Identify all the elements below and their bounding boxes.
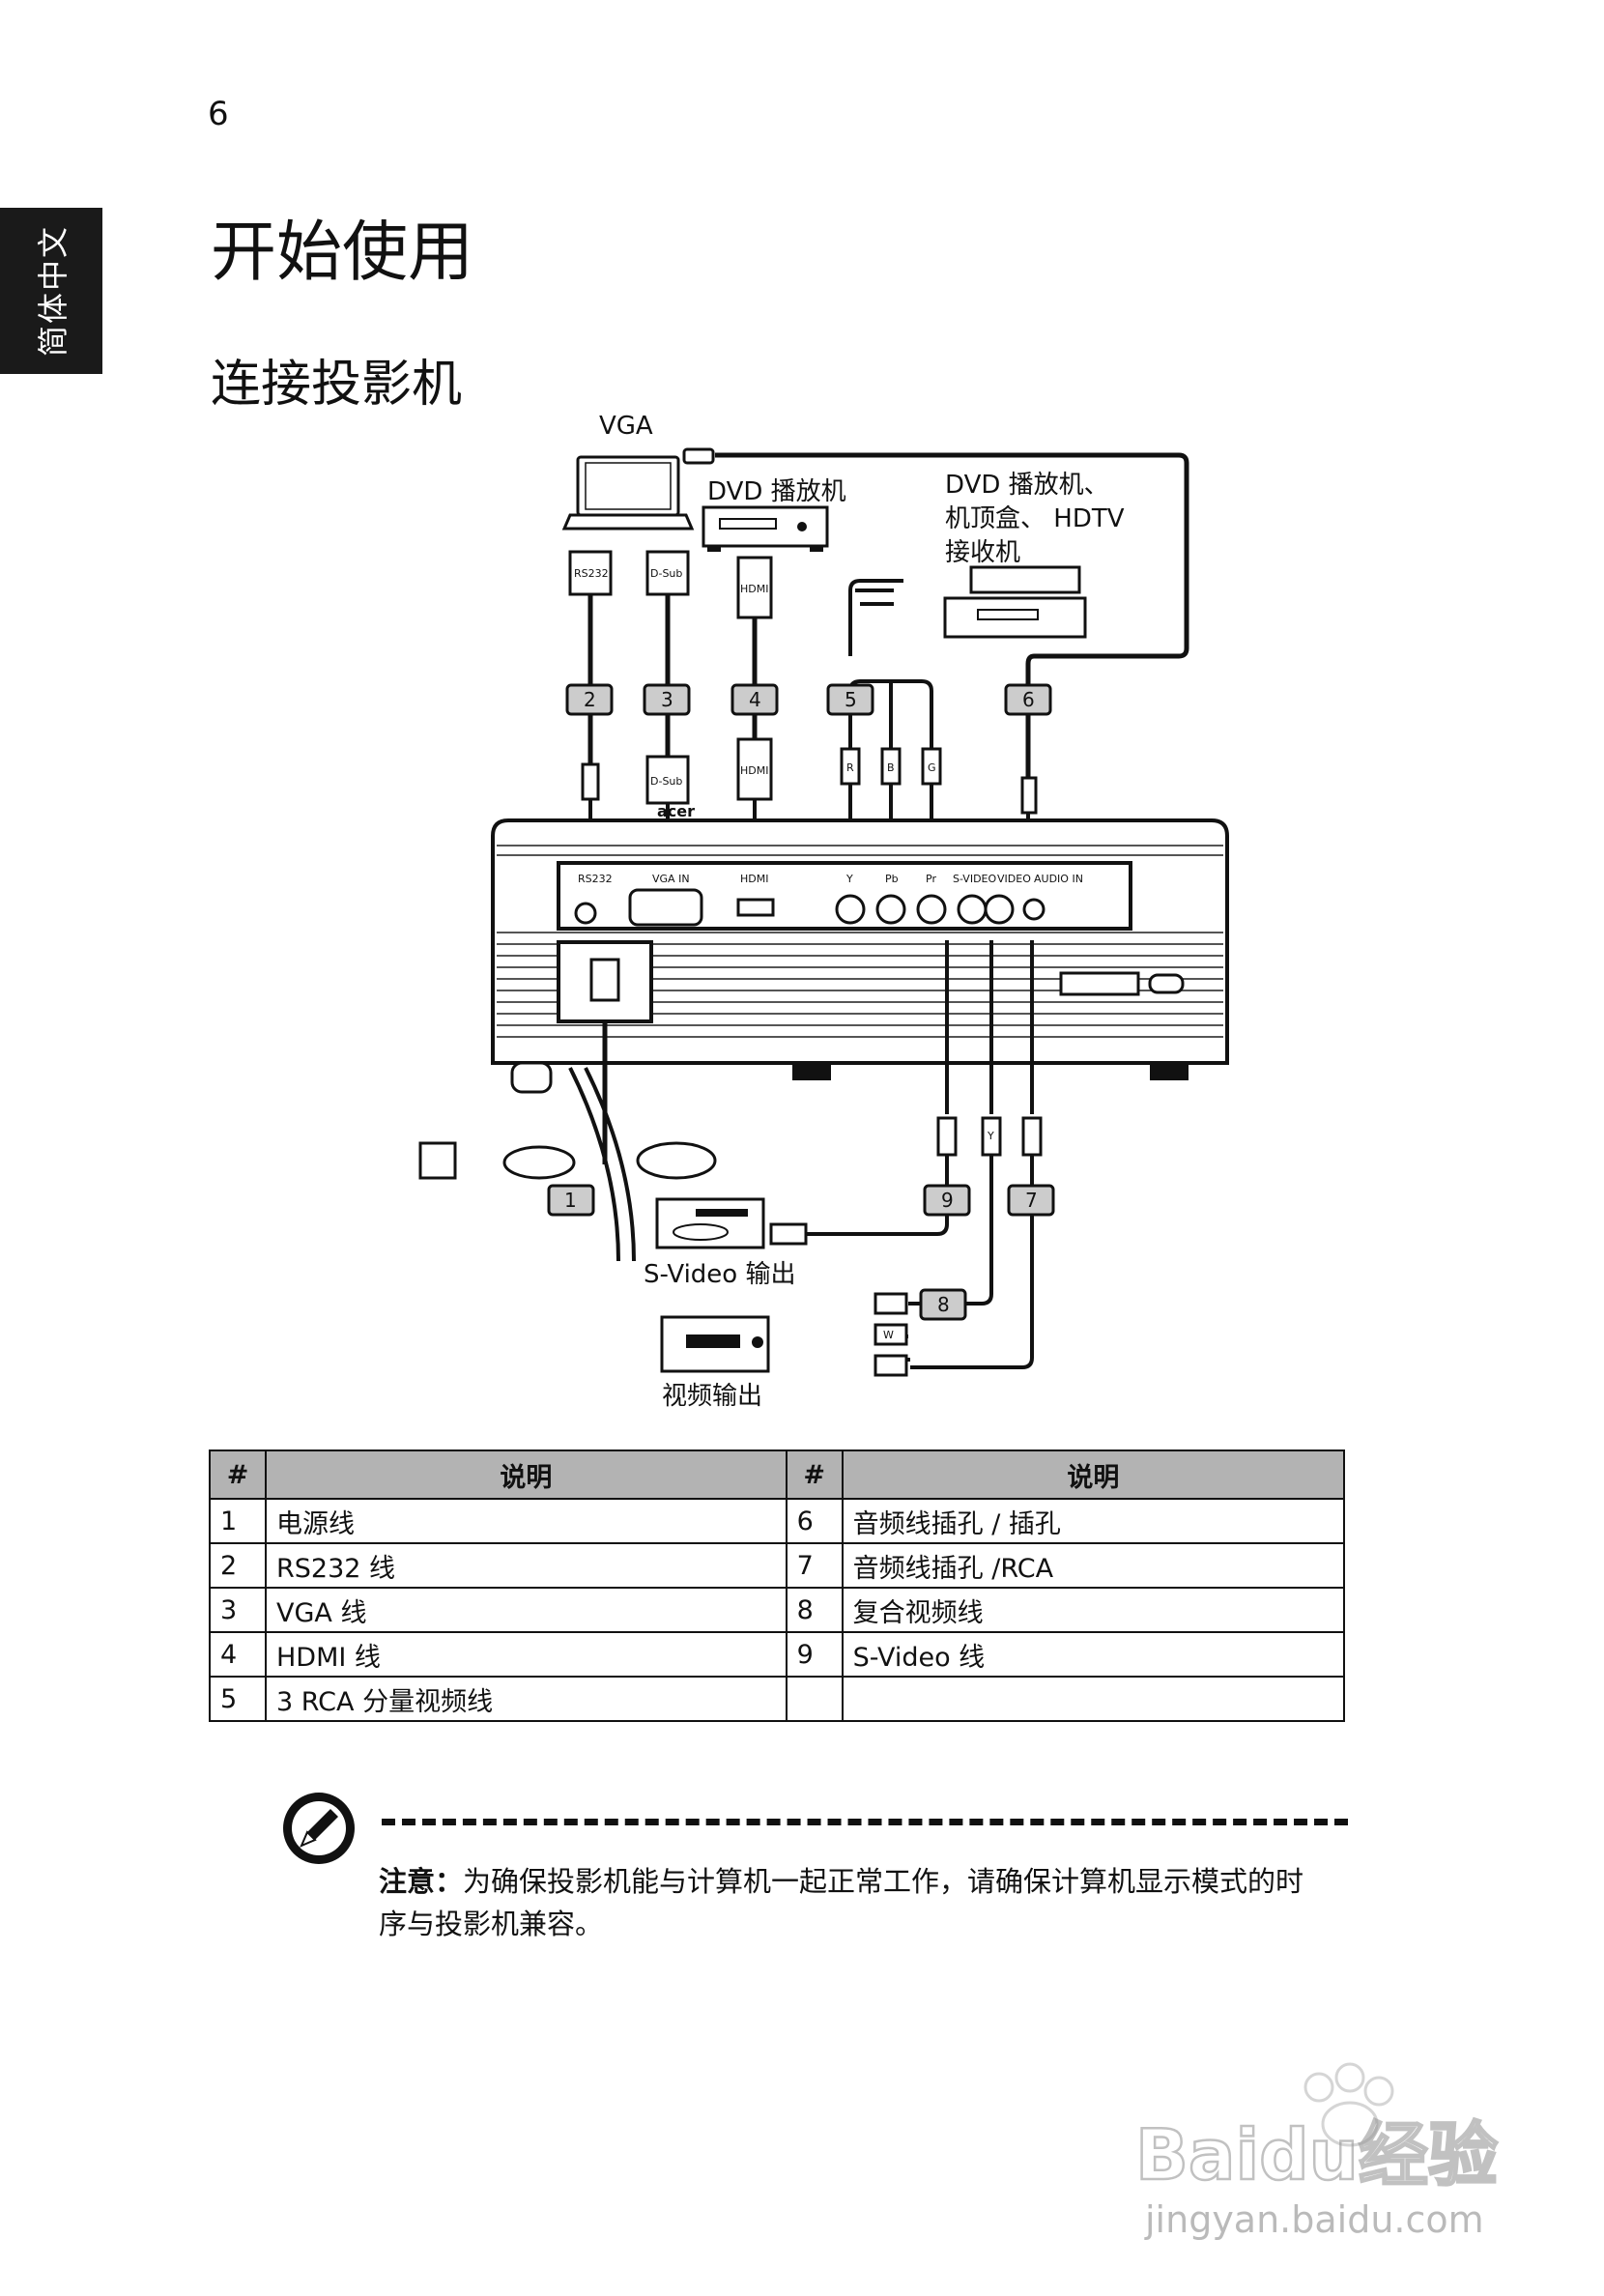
page-number: 6 bbox=[208, 95, 229, 133]
port-label-audio-in: AUDIO IN bbox=[1034, 873, 1083, 885]
connection-diagram: VGA DVD 播放机 DVD 播放机、 机顶盒、 HDTV 接收机 RS232… bbox=[418, 412, 1229, 1411]
label-dvd-stb-line-2: 机顶盒、 HDTV bbox=[945, 504, 1125, 533]
cell-desc: VGA 线 bbox=[265, 1587, 788, 1633]
port-label-pr: Pr bbox=[926, 873, 936, 885]
note-paragraph: 注意：为确保投影机能与计算机一起正常工作，请确保计算机显示模式的时序与投影机兼容… bbox=[379, 1860, 1326, 1945]
rca-r-label: R bbox=[846, 761, 854, 774]
tag-3: 3 bbox=[661, 688, 673, 711]
table-row: 1 电源线 6 音频线插孔 / 插孔 bbox=[209, 1498, 1346, 1544]
projector-illustration: acer bbox=[491, 802, 1229, 1094]
rca-w-label: W bbox=[883, 1329, 894, 1341]
note-body: 为确保投影机能与计算机一起正常工作，请确保计算机显示模式的时序与投影机兼容。 bbox=[379, 1865, 1304, 1940]
header-desc-1: 说明 bbox=[265, 1449, 788, 1500]
table-row: 4 HDMI 线 9 S-Video 线 bbox=[209, 1631, 1346, 1678]
note-divider bbox=[382, 1819, 1348, 1825]
cell-num: 5 bbox=[209, 1676, 267, 1722]
port-label-vga-in: VGA IN bbox=[652, 873, 690, 885]
port-label-hdmi: HDMI bbox=[740, 873, 768, 885]
label-dvd-stb-line-1: DVD 播放机、 bbox=[945, 471, 1109, 500]
laptop-illustration bbox=[561, 455, 695, 531]
cell-desc: 电源线 bbox=[265, 1498, 788, 1544]
cell-desc: RS232 线 bbox=[265, 1542, 788, 1589]
cable-6-audio bbox=[715, 452, 1189, 778]
cell-num: 3 bbox=[209, 1587, 267, 1633]
table-row: 5 3 RCA 分量视频线 bbox=[209, 1676, 1346, 1722]
rs232-plug-label: RS232 bbox=[574, 567, 609, 580]
label-svideo-out: S-Video 输出 bbox=[644, 1260, 795, 1289]
cell-num bbox=[785, 1676, 844, 1722]
cell-desc bbox=[841, 1676, 1346, 1722]
cable-tags-top: 2 3 4 5 6 bbox=[565, 683, 1052, 716]
cable-1-power: 1 bbox=[418, 1021, 717, 1262]
set-top-box-illustration bbox=[943, 565, 1087, 639]
cell-num: 4 bbox=[209, 1631, 267, 1678]
cell-desc: 3 RCA 分量视频线 bbox=[265, 1676, 788, 1722]
tag-9: 9 bbox=[941, 1189, 954, 1212]
port-label-y: Y bbox=[845, 873, 853, 885]
tag-2: 2 bbox=[584, 688, 596, 711]
cell-desc: S-Video 线 bbox=[841, 1631, 1346, 1678]
header-desc-2: 说明 bbox=[841, 1449, 1346, 1500]
tag-6: 6 bbox=[1022, 688, 1035, 711]
section-title: 连接投影机 bbox=[211, 356, 463, 414]
watermark-url: jingyan.baidu.com bbox=[1144, 2198, 1484, 2241]
table-row: 3 VGA 线 8 复合视频线 bbox=[209, 1587, 1346, 1633]
chapter-title: 开始使用 bbox=[211, 215, 474, 291]
cell-desc: HDMI 线 bbox=[265, 1631, 788, 1678]
cell-num: 8 bbox=[785, 1587, 844, 1633]
plugs-bottom: Y W 9 7 8 bbox=[769, 1116, 1055, 1377]
cell-desc: 复合视频线 bbox=[841, 1587, 1346, 1633]
port-label-s-video: S-VIDEO bbox=[953, 873, 996, 885]
cell-num: 2 bbox=[209, 1542, 267, 1589]
projector-port-labels: RS232 VGA IN HDMI Y Pb Pr S-VIDEO VIDEO … bbox=[578, 873, 1083, 885]
rca-g-label: G bbox=[928, 761, 936, 774]
cell-num: 7 bbox=[785, 1542, 844, 1589]
table-header-row: # 说明 # 说明 bbox=[209, 1449, 1346, 1500]
cable-5-component bbox=[848, 579, 933, 749]
header-num-1: # bbox=[209, 1449, 267, 1500]
dsub-plug-bottom-label: D-Sub bbox=[650, 775, 682, 788]
cable-4-hdmi: HDMI HDMI bbox=[736, 556, 773, 875]
tag-1: 1 bbox=[564, 1189, 577, 1212]
port-label-video: VIDEO bbox=[997, 873, 1031, 885]
tag-7: 7 bbox=[1025, 1189, 1038, 1212]
dsub-plug-top-label: D-Sub bbox=[650, 567, 682, 580]
cell-num: 9 bbox=[785, 1631, 844, 1678]
svideo-source-illustration bbox=[655, 1197, 765, 1249]
label-vga: VGA bbox=[599, 412, 653, 441]
note-label: 注意： bbox=[379, 1865, 464, 1898]
port-label-rs232: RS232 bbox=[578, 873, 613, 885]
side-tab-label: 简体中文 bbox=[35, 224, 72, 358]
language-side-tab: 简体中文 bbox=[0, 208, 102, 374]
note-pen-icon bbox=[283, 1793, 355, 1864]
table-row: 2 RS232 线 7 音频线插孔 /RCA bbox=[209, 1542, 1346, 1589]
watermark-brand: Baidu经验 bbox=[1135, 2114, 1498, 2196]
cell-desc: 音频线插孔 /RCA bbox=[841, 1542, 1346, 1589]
cell-num: 6 bbox=[785, 1498, 844, 1544]
rca-y-label: Y bbox=[987, 1130, 994, 1142]
header-num-2: # bbox=[785, 1449, 844, 1500]
dvd-player-illustration bbox=[702, 505, 829, 552]
video-source-illustration bbox=[660, 1315, 770, 1373]
cell-desc: 音频线插孔 / 插孔 bbox=[841, 1498, 1346, 1544]
label-video-out: 视频输出 bbox=[662, 1382, 762, 1411]
tag-5: 5 bbox=[845, 688, 857, 711]
cables-bottom bbox=[807, 940, 1034, 1369]
port-label-pb: Pb bbox=[885, 873, 899, 885]
hdmi-plug-top-label: HDMI bbox=[740, 583, 768, 595]
baidu-watermark: Baidu经验 jingyan.baidu.com bbox=[1134, 2062, 1499, 2241]
rca-b-label: B bbox=[887, 761, 895, 774]
cell-num: 1 bbox=[209, 1498, 267, 1544]
projector-brand-logo: acer bbox=[657, 802, 695, 820]
cable-description-table: # 说明 # 说明 1 电源线 6 音频线插孔 / 插孔 2 RS232 线 7… bbox=[209, 1449, 1346, 1722]
tag-4: 4 bbox=[749, 688, 761, 711]
hdmi-plug-bottom-label: HDMI bbox=[740, 764, 768, 777]
cable-3-vga: D-Sub D-Sub bbox=[645, 550, 690, 875]
label-dvd-stb-line-3: 接收机 bbox=[945, 538, 1020, 567]
tag-8: 8 bbox=[937, 1293, 950, 1316]
label-dvd-player: DVD 播放机 bbox=[707, 477, 846, 506]
